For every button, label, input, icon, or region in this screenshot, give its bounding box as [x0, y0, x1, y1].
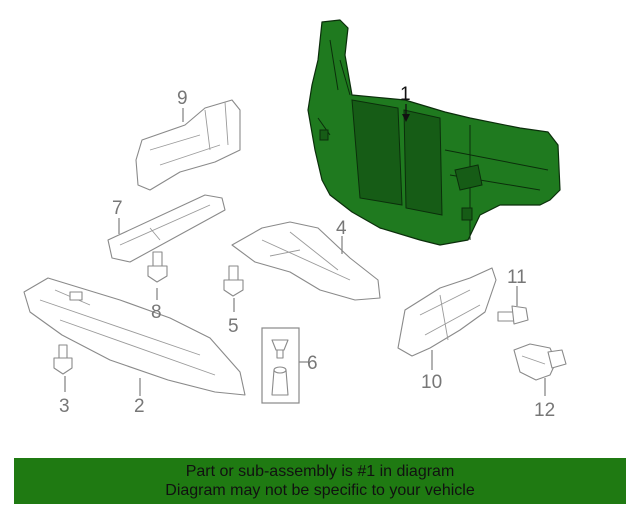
part-3-bolt[interactable] — [53, 344, 73, 375]
callout-5: 5 — [228, 316, 239, 337]
banner-line-2: Diagram may not be specific to your vehi… — [165, 482, 475, 499]
part-1-radiator-support[interactable] — [307, 19, 561, 246]
callout-numbers: 1 9 7 4 8 5 6 2 3 10 11 12 — [59, 84, 555, 421]
callout-10: 10 — [421, 372, 442, 393]
callout-2: 2 — [134, 396, 145, 417]
callout-4: 4 — [336, 218, 347, 239]
part-5-bolt[interactable] — [223, 265, 244, 297]
callout-7: 7 — [112, 198, 123, 219]
part-7-bracket[interactable] — [107, 194, 226, 263]
banner-line-1: Part or sub-assembly is #1 in diagram — [185, 463, 455, 480]
part-2-lower-deflector[interactable] — [23, 277, 246, 396]
callout-6: 6 — [307, 353, 318, 374]
part-6-clip-set[interactable] — [261, 327, 300, 404]
leader-lines — [64, 104, 546, 396]
part-9-deflector[interactable] — [135, 99, 241, 191]
callout-3: 3 — [59, 396, 70, 417]
callout-12: 12 — [534, 400, 555, 421]
callout-9: 9 — [177, 88, 188, 109]
part-8-bolt[interactable] — [147, 251, 168, 283]
callout-11: 11 — [507, 267, 527, 288]
callout-1: 1 — [400, 84, 411, 105]
info-banner: Part or sub-assembly is #1 in diagram Di… — [14, 458, 626, 504]
part-4-under-cover[interactable] — [231, 221, 381, 301]
callout-8: 8 — [151, 302, 162, 323]
part-10-air-guide[interactable] — [397, 267, 497, 357]
part-12-connector[interactable] — [513, 343, 567, 381]
part-11-bolt[interactable] — [497, 305, 529, 325]
